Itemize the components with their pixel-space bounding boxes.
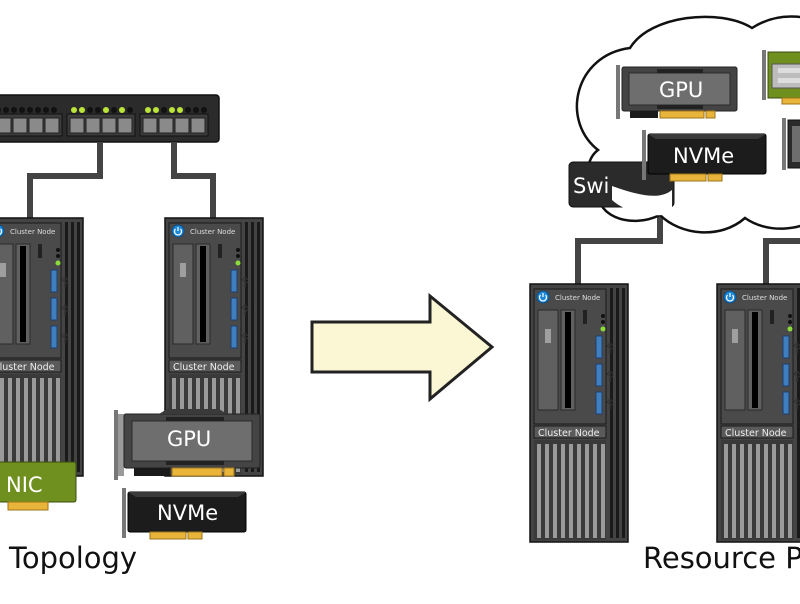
transition-arrow bbox=[310, 292, 495, 403]
node-bay-label: Cluster Node bbox=[725, 428, 787, 439]
right-resource-pool: Swi GPU NVMe bbox=[530, 15, 800, 542]
node-label: Cluster Node bbox=[10, 228, 55, 236]
node-label: Cluster Node bbox=[190, 228, 235, 236]
nic-card: NIC bbox=[0, 461, 77, 511]
pool-gpu-label: GPU bbox=[659, 78, 703, 102]
pool-nvme-card: NVMe bbox=[641, 129, 767, 182]
cluster-node-1: Cluster Node Cluster Node bbox=[0, 218, 83, 476]
pool-nvme-label: NVMe bbox=[673, 144, 734, 168]
network-cables bbox=[27, 142, 216, 218]
network-switch bbox=[0, 94, 220, 143]
left-caption: al Topology bbox=[0, 541, 138, 575]
nic-card-label: NIC bbox=[6, 473, 43, 497]
pool-extra-card-top bbox=[762, 50, 800, 105]
switch-label: Swi bbox=[573, 174, 609, 198]
right-caption: Resource P bbox=[643, 541, 800, 575]
pool-cluster-node-2: Cluster Node Cluster Node bbox=[717, 284, 800, 542]
node-bay-label: Cluster Node bbox=[538, 428, 600, 439]
switch-leds bbox=[0, 107, 207, 113]
pool-extra-card-bottom bbox=[782, 118, 800, 170]
pool-gpu-card: GPU bbox=[616, 65, 738, 119]
cluster-node-2: Cluster Node Cluster Node bbox=[165, 218, 263, 476]
node-bay-label: Cluster Node bbox=[173, 362, 235, 373]
node-bay-label: Cluster Node bbox=[0, 362, 55, 373]
left-topology: Cluster Node Cluster Node Cluster Node C… bbox=[0, 94, 263, 540]
node-label: Cluster Node bbox=[742, 294, 787, 302]
nvme-card-label: NVMe bbox=[157, 501, 218, 525]
nvme-card: NVMe bbox=[121, 487, 247, 540]
node-label: Cluster Node bbox=[555, 294, 600, 302]
gpu-card-label: GPU bbox=[167, 427, 211, 451]
pool-cluster-node-1: Cluster Node Cluster Node bbox=[530, 284, 628, 542]
gpu-card: GPU bbox=[113, 408, 261, 481]
pool-cables bbox=[575, 205, 800, 286]
